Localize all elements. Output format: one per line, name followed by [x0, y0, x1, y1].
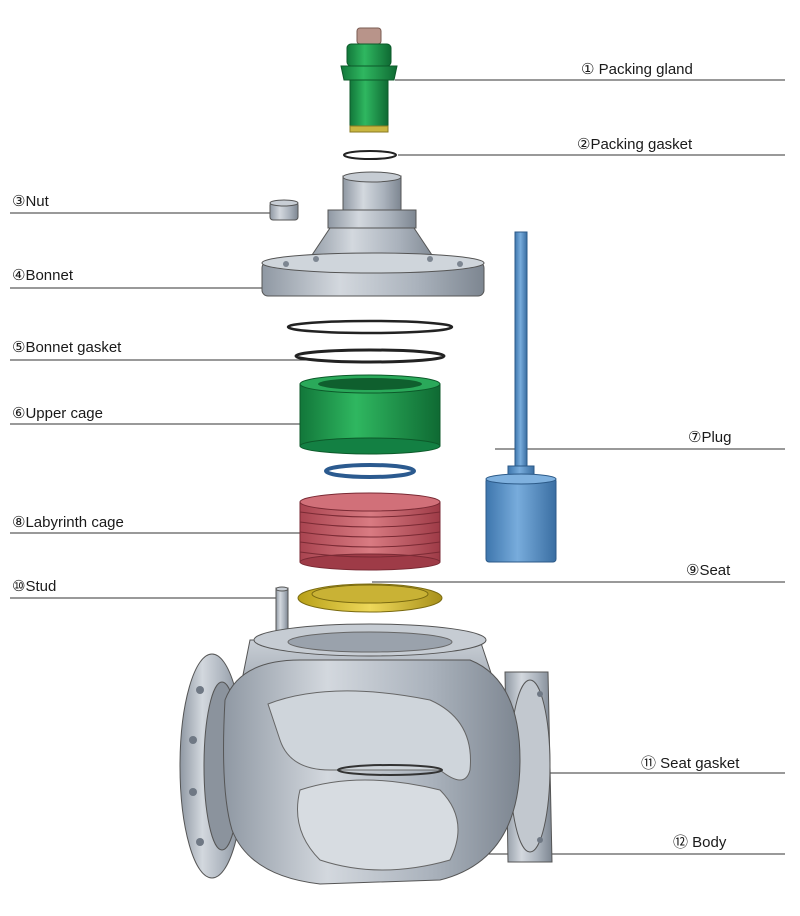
seat-part: [297, 583, 443, 613]
label-upper-cage: ⑥Upper cage: [12, 405, 103, 422]
valve-body-part: [179, 623, 553, 885]
plug-part: [485, 231, 557, 563]
packing-gland-part: [340, 27, 398, 133]
label-packing-gasket: ②Packing gasket: [577, 136, 693, 153]
label-seat-gasket: ⑪ Seat gasket: [641, 755, 740, 772]
upper-cage-part: [299, 374, 441, 455]
bonnet-gasket-part: [286, 319, 454, 364]
label-body: ⑫ Body: [673, 834, 727, 851]
label-labyrinth-cage: ⑧Labyrinth cage: [12, 514, 124, 531]
seat-gasket-part: [337, 764, 443, 776]
label-nut: ③Nut: [12, 193, 49, 210]
label-packing-gland: ① Packing gland: [581, 61, 693, 78]
packing-gasket-part: [343, 150, 397, 160]
label-seat: ⑨Seat: [686, 562, 731, 579]
bonnet-gasket-ring: [324, 463, 416, 479]
label-bonnet-gasket: ⑤Bonnet gasket: [12, 339, 122, 356]
bonnet-part: [261, 171, 485, 297]
nut-part: [269, 199, 299, 221]
label-bonnet: ④Bonnet: [12, 267, 73, 284]
label-plug: ⑦Plug: [688, 429, 732, 446]
label-stud: ⑩Stud: [12, 578, 57, 595]
labyrinth-cage-part: [299, 492, 441, 571]
